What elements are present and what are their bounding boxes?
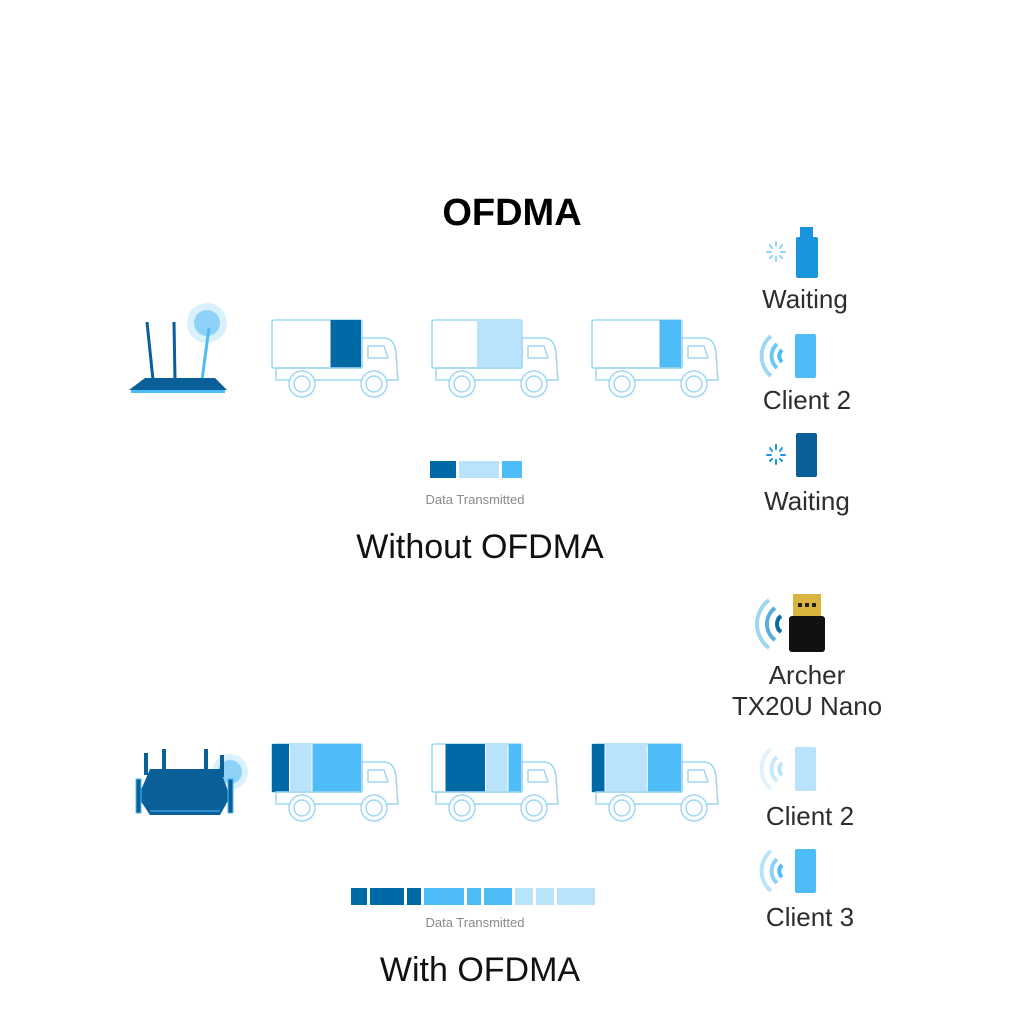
phone-waiting-icon xyxy=(766,227,818,278)
legend-bar-without xyxy=(430,461,522,478)
truck-cab xyxy=(595,337,719,381)
client-label-client-3: Client 3 xyxy=(765,902,855,932)
legend-bar-with xyxy=(351,888,595,905)
legend-segment xyxy=(515,888,533,905)
cargo-segment xyxy=(605,744,647,792)
caption-with-ofdma: With OFDMA xyxy=(379,951,581,989)
cargo-segment xyxy=(312,744,361,792)
truck-hub xyxy=(293,799,311,817)
truck-icon xyxy=(271,319,399,398)
cargo-segment xyxy=(477,320,521,368)
truck-cab xyxy=(595,761,719,805)
truck-window xyxy=(527,345,550,359)
cargo-segment xyxy=(592,744,605,792)
truck-icon xyxy=(591,319,719,398)
client-2-without xyxy=(755,332,820,380)
client-3-with xyxy=(755,847,820,895)
archer-line-2: TX20U Nano xyxy=(731,691,883,721)
legend-segment xyxy=(484,888,512,905)
cargo-segment xyxy=(330,320,361,368)
truck-icon xyxy=(591,743,719,822)
truck-window xyxy=(527,769,550,783)
truck-hub xyxy=(365,375,383,393)
truck-hub xyxy=(685,375,703,393)
client-label-client-2-without: Client 2 xyxy=(762,385,852,415)
router-icon xyxy=(129,303,227,393)
cargo-segment xyxy=(647,744,681,792)
cargo-segment xyxy=(290,744,312,792)
truck-window xyxy=(367,345,390,359)
cargo-segment xyxy=(445,744,485,792)
legend-segment xyxy=(424,888,464,905)
truck-hub xyxy=(525,799,543,817)
truck-cab xyxy=(435,761,559,805)
legend-segment xyxy=(407,888,421,905)
router-single xyxy=(125,300,230,395)
legend-label-with: Data Transmitted xyxy=(425,915,525,930)
truck-icon xyxy=(271,743,399,822)
client-2-with xyxy=(755,745,820,793)
client-label-waiting-1: Waiting xyxy=(762,284,848,314)
archer-line-1: Archer xyxy=(768,660,846,690)
client-waiting-1 xyxy=(760,225,820,280)
legend-segment xyxy=(351,888,367,905)
truck-window xyxy=(687,769,710,783)
spinner-icon xyxy=(766,444,786,465)
cargo-segment xyxy=(508,744,521,792)
cargo-segment xyxy=(659,320,681,368)
truck-hub xyxy=(365,799,383,817)
truck-hub xyxy=(293,375,311,393)
truck-cab xyxy=(275,337,399,381)
truck-hub xyxy=(453,799,471,817)
spinner-icon xyxy=(766,241,786,262)
legend-segment xyxy=(467,888,481,905)
legend-label-without: Data Transmitted xyxy=(425,492,525,507)
truck-hub xyxy=(453,375,471,393)
phone-signal-icon xyxy=(759,334,816,378)
truck-hub xyxy=(613,375,631,393)
legend-segment xyxy=(459,461,499,478)
usb-adapter-icon xyxy=(755,594,825,652)
truck-window xyxy=(687,345,710,359)
diagram-title: OFDMA xyxy=(442,192,582,234)
router-icon xyxy=(135,749,248,815)
client-label-archer: Archer TX20U Nano xyxy=(717,660,897,722)
truck-icon xyxy=(431,743,559,822)
cargo-segment xyxy=(486,744,508,792)
truck-icon xyxy=(431,319,559,398)
legend-segment xyxy=(536,888,554,905)
phone-waiting-icon xyxy=(766,433,817,477)
phone-signal-icon xyxy=(759,849,816,893)
legend-segment xyxy=(370,888,404,905)
truck-cab xyxy=(435,337,559,381)
client-waiting-2 xyxy=(760,432,820,480)
client-label-waiting-2: Waiting xyxy=(764,486,850,516)
truck-hub xyxy=(613,799,631,817)
client-label-client-2-with: Client 2 xyxy=(765,801,855,831)
legend-segment xyxy=(430,461,456,478)
truck-hub xyxy=(685,799,703,817)
truck-hub xyxy=(525,375,543,393)
cargo-segment xyxy=(272,744,289,792)
router-multi xyxy=(120,745,250,820)
caption-without-ofdma: Without OFDMA xyxy=(356,528,604,566)
legend-segment xyxy=(502,461,522,478)
truck-cab xyxy=(275,761,399,805)
archer-tx20u-nano xyxy=(755,592,830,654)
legend-segment xyxy=(557,888,595,905)
truck-window xyxy=(367,769,390,783)
phone-signal-icon xyxy=(759,747,816,791)
